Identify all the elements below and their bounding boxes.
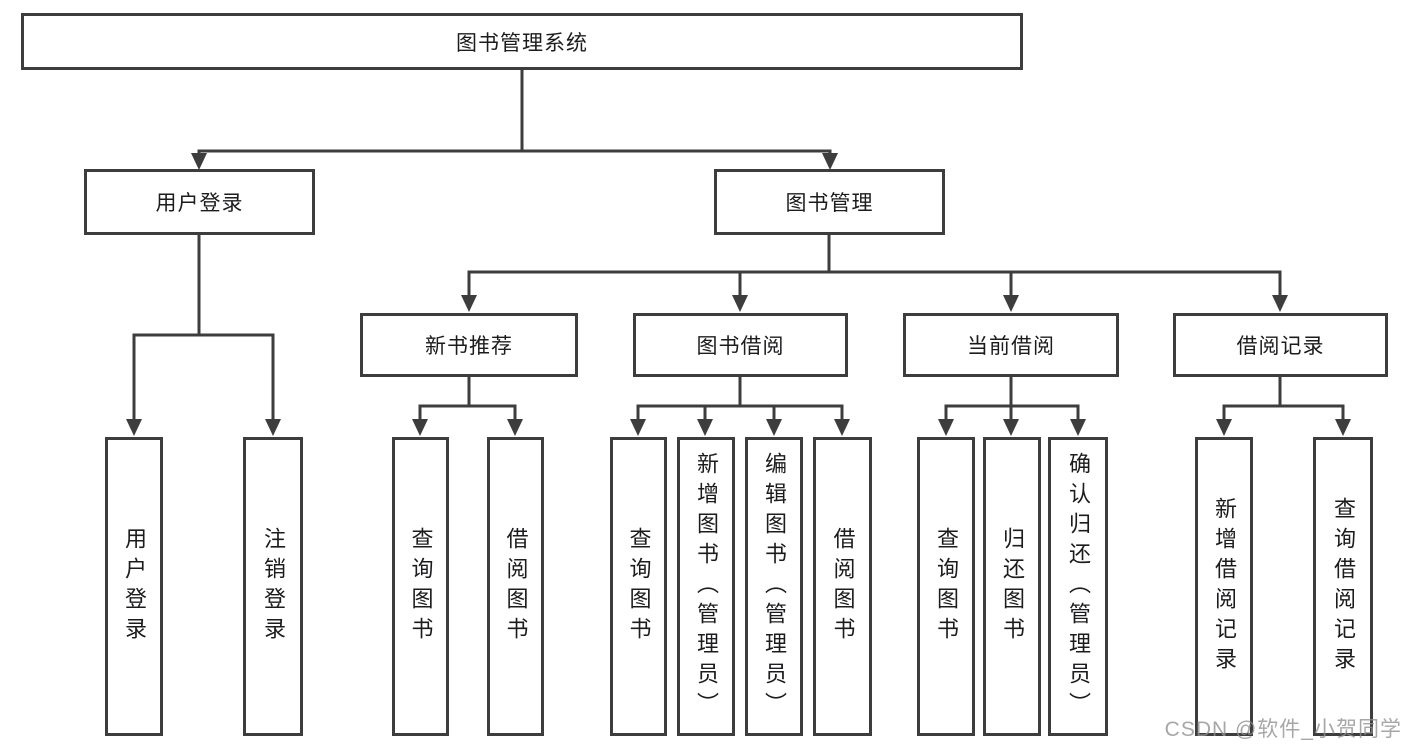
node-new-book-recommend: 新书推荐 xyxy=(360,313,578,377)
leaf-borrow-add-admin: 新增图书（管理员） xyxy=(677,437,735,736)
leaf-current-query: 查询图书 xyxy=(917,437,975,736)
leaf-borrow-query-label: 查询图书 xyxy=(626,526,652,647)
leaf-logout: 注销登录 xyxy=(243,437,303,736)
node-current-borrow: 当前借阅 xyxy=(903,313,1119,377)
node-new-book-recommend-label: 新书推荐 xyxy=(425,335,513,358)
node-book-management-label: 图书管理 xyxy=(785,192,874,215)
leaf-user-login: 用户登录 xyxy=(105,437,163,736)
leaf-newbook-borrow: 借阅图书 xyxy=(487,437,544,736)
leaf-borrow-edit-admin: 编辑图书（管理员） xyxy=(745,437,803,736)
leaf-user-login-label: 用户登录 xyxy=(122,526,147,647)
node-book-borrow: 图书借阅 xyxy=(633,313,848,377)
leaf-record-add-label: 新增借阅记录 xyxy=(1212,496,1237,677)
leaf-current-query-label: 查询图书 xyxy=(934,526,959,647)
leaf-logout-label: 注销登录 xyxy=(261,526,286,647)
csdn-watermark: CSDN @软件_小贺同学 xyxy=(1164,718,1402,741)
leaf-borrow-borrow: 借阅图书 xyxy=(813,437,872,736)
node-book-management: 图书管理 xyxy=(714,169,945,235)
leaf-borrow-query: 查询图书 xyxy=(610,437,667,736)
leaf-newbook-query: 查询图书 xyxy=(392,437,449,736)
node-root-library-system: 图书管理系统 xyxy=(21,13,1023,70)
leaf-newbook-query-label: 查询图书 xyxy=(408,526,434,647)
node-user-login: 用户登录 xyxy=(84,169,315,235)
node-borrow-record-label: 借阅记录 xyxy=(1236,335,1325,358)
leaf-borrow-add-admin-label: 新增图书（管理员） xyxy=(694,451,719,722)
node-current-borrow-label: 当前借阅 xyxy=(967,335,1055,358)
leaf-record-add: 新增借阅记录 xyxy=(1195,437,1253,736)
leaf-current-confirm-admin: 确认归还（管理员） xyxy=(1048,437,1108,736)
node-root-label: 图书管理系统 xyxy=(456,31,588,55)
leaf-record-query: 查询借阅记录 xyxy=(1313,437,1373,736)
leaf-current-return-label: 归还图书 xyxy=(1000,526,1025,647)
leaf-newbook-borrow-label: 借阅图书 xyxy=(503,526,529,647)
leaf-borrow-edit-admin-label: 编辑图书（管理员） xyxy=(762,451,787,722)
node-user-login-label: 用户登录 xyxy=(155,192,244,215)
leaf-current-confirm-admin-label: 确认归还（管理员） xyxy=(1066,451,1091,722)
leaf-record-query-label: 查询借阅记录 xyxy=(1331,496,1356,677)
node-book-borrow-label: 图书借阅 xyxy=(696,335,785,358)
leaf-borrow-borrow-label: 借阅图书 xyxy=(830,526,856,647)
leaf-current-return: 归还图书 xyxy=(983,437,1041,736)
node-borrow-record: 借阅记录 xyxy=(1173,313,1388,377)
